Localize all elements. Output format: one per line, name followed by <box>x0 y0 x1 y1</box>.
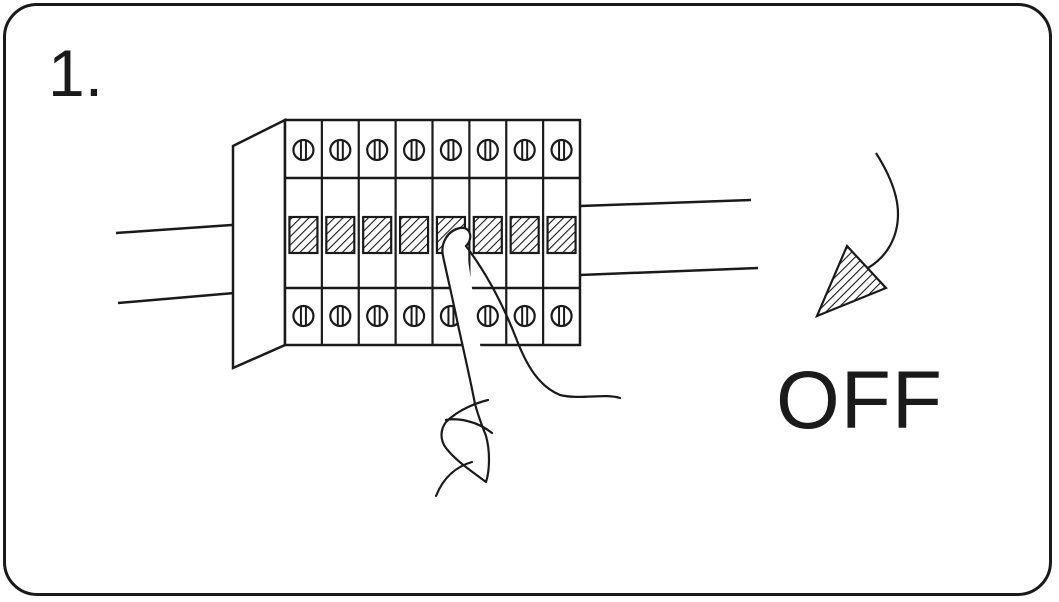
screw-icon <box>329 304 352 328</box>
breaker-module <box>468 120 503 345</box>
breaker-toggle[interactable] <box>546 215 577 255</box>
breaker-module <box>542 120 577 345</box>
breaker-module <box>394 120 430 345</box>
screw-icon <box>329 138 352 162</box>
switch-state-label: OFF <box>776 355 943 446</box>
screw-icon <box>513 304 536 328</box>
screw-icon <box>366 138 389 162</box>
breaker-module <box>357 120 393 345</box>
screw-icon <box>550 138 573 162</box>
mounting-rail-plate <box>231 117 287 370</box>
screw-icon <box>402 138 426 162</box>
breaker-toggle[interactable] <box>288 215 319 255</box>
cable-left <box>115 222 248 305</box>
breaker-toggle[interactable] <box>472 215 503 255</box>
screw-icon <box>550 304 573 328</box>
screw-icon <box>476 138 499 162</box>
breaker-modules <box>288 120 577 345</box>
breaker-toggle[interactable] <box>362 215 393 255</box>
screw-icon <box>366 304 389 328</box>
screw-icon <box>476 304 499 328</box>
step-number: 1. <box>48 36 104 110</box>
hand-icon <box>434 226 622 498</box>
screw-icon <box>292 304 315 328</box>
breaker-module <box>320 120 356 345</box>
breaker-toggle[interactable] <box>325 215 356 255</box>
breaker-module <box>505 120 540 345</box>
screw-icon <box>439 138 463 162</box>
cable-right <box>579 198 759 277</box>
breaker-toggle[interactable] <box>398 215 430 255</box>
breaker-module <box>288 138 319 328</box>
screw-icon <box>513 138 536 162</box>
arrow-icon <box>814 152 900 319</box>
screw-icon <box>402 304 426 328</box>
screw-icon <box>292 138 315 162</box>
breaker-toggle[interactable] <box>509 215 540 255</box>
